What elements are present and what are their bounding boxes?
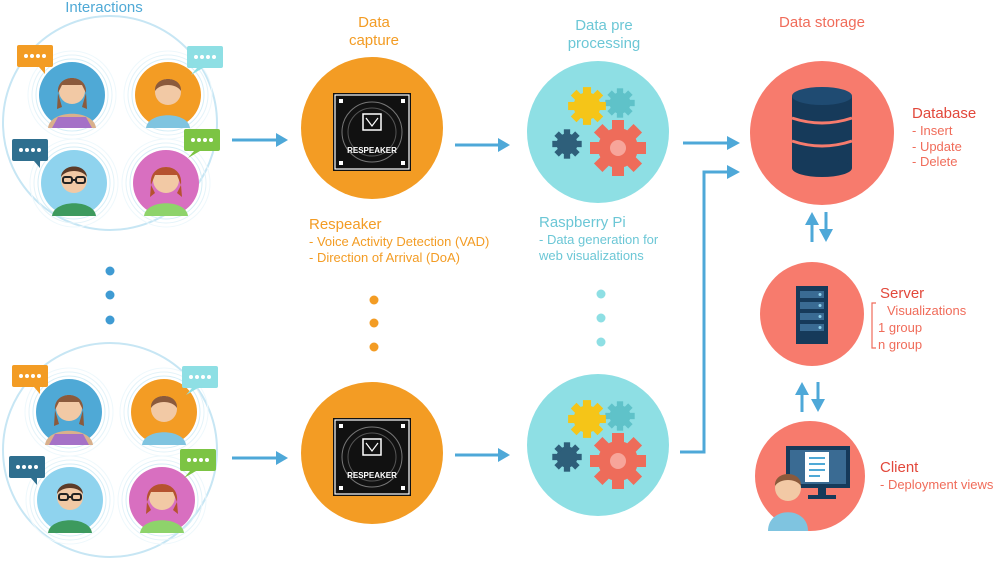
respeaker-description: Respeaker - Voice Activity Detection (VA…: [309, 216, 489, 265]
person-icon: [39, 62, 105, 128]
gear-icon: [552, 442, 582, 472]
ellipsis-dots: [369, 295, 379, 352]
raspberry-title: Raspberry Pi: [539, 214, 626, 231]
person-icon: [131, 379, 197, 445]
raspberry-item: web visualizations: [539, 247, 644, 263]
server-item: n group: [878, 337, 923, 352]
arrow-icon: [455, 448, 510, 462]
gear-icon: [568, 87, 606, 125]
database-circle: [750, 61, 894, 205]
stage-title-data-storage: Data storage: [779, 14, 865, 31]
server-rack-icon: [796, 286, 828, 344]
interaction-group-1: [2, 15, 223, 231]
raspberry-circle-1: [527, 61, 669, 203]
database-title: Database: [912, 105, 977, 122]
person-icon: [135, 62, 201, 128]
microphone-array-icon: [332, 92, 412, 172]
respeaker-device-label: RESPEAKER: [347, 471, 397, 480]
user-icon: [768, 474, 808, 531]
server-item: Visualizations: [887, 303, 967, 318]
arrow-icon: [805, 212, 833, 242]
respeaker-device-label: RESPEAKER: [347, 146, 397, 155]
gear-icon: [605, 88, 635, 118]
arrow-icon: [232, 133, 288, 147]
person-icon: [133, 150, 199, 216]
arrow-icon: [683, 136, 740, 150]
raspberry-item: - Data generation for: [539, 232, 659, 247]
gear-icon: [605, 401, 635, 431]
person-icon: [36, 379, 102, 445]
client-title: Client: [880, 459, 919, 476]
client-item: - Deployment views: [880, 477, 994, 492]
database-item: - Update: [912, 138, 962, 154]
respeaker-circle-2: RESPEAKER: [301, 382, 443, 524]
respeaker-item: - Voice Activity Detection (VAD): [309, 234, 490, 249]
respeaker-title: Respeaker: [309, 216, 382, 233]
database-item: - Insert: [912, 123, 953, 138]
arrow-icon: [232, 451, 288, 465]
server-item: 1 group: [878, 320, 923, 335]
server-circle: [760, 262, 876, 366]
monitor-icon: [786, 446, 850, 499]
arrow-icon: [795, 382, 825, 412]
stage-title-line: Data: [358, 14, 390, 31]
interaction-group-2: [2, 342, 218, 558]
stage-title-line: processing: [567, 35, 641, 52]
server-title: Server: [880, 285, 925, 302]
ellipsis-dots: [105, 266, 115, 325]
database-description: Database - Insert - Update - Delete: [912, 105, 976, 170]
raspberry-circle-2: [527, 374, 669, 516]
respeaker-item: - Direction of Arrival (DoA): [309, 249, 460, 265]
client-description: Client - Deployment views: [880, 459, 993, 493]
gear-icon: [552, 129, 582, 159]
arrow-icon: [455, 138, 510, 152]
database-icon: [791, 87, 853, 177]
microphone-array-icon: [332, 417, 412, 497]
person-icon: [40, 149, 108, 217]
stage-title-data-capture: Data capture: [314, 14, 434, 50]
respeaker-circle-1: RESPEAKER: [301, 57, 443, 199]
stage-title-interactions: Interactions: [65, 0, 143, 16]
person-icon: [36, 466, 104, 534]
arrow-icon: [680, 165, 740, 454]
raspberry-description: Raspberry Pi - Data generation for web v…: [539, 214, 658, 263]
ellipsis-dots: [596, 289, 606, 347]
database-item: - Delete: [912, 154, 958, 170]
gear-icon: [568, 400, 606, 438]
stage-title-line: capture: [348, 32, 400, 49]
stage-title-line: Data pre: [575, 17, 633, 34]
stage-title-data-preprocessing: Data pre processing: [544, 17, 664, 53]
client-circle: [755, 421, 865, 531]
